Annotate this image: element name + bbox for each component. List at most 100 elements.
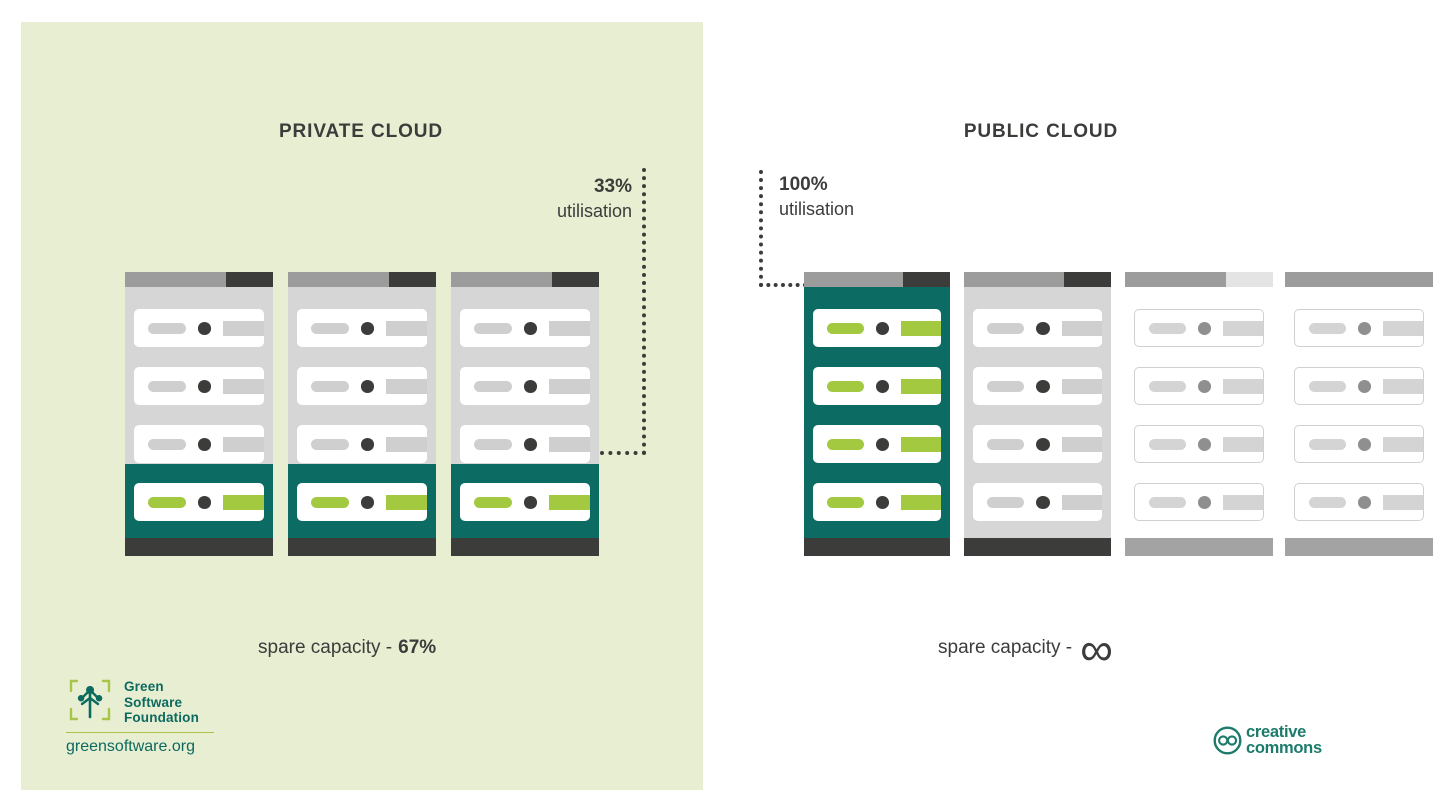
private-rack-2 [288,272,436,556]
rack-top-bar [1285,272,1433,287]
gsf-url: greensoftware.org [66,738,195,755]
server-unit-pill-icon [148,380,186,392]
private-rack-3 [451,272,599,556]
server-unit [1134,367,1264,405]
rack-top-bar-left [804,272,904,287]
server-unit-block-icon [223,320,264,336]
server-unit [134,483,264,521]
gsf-word-line2: Software [124,694,183,710]
server-unit-dot-icon [1197,379,1212,393]
server-unit-pill-icon [827,496,864,508]
public-spare-label: spare capacity - [938,637,1073,658]
public-rack-1 [804,272,950,556]
green-software-foundation-logo: Green Software Foundation greensoftware.… [66,676,281,760]
server-unit-pill-icon [311,322,349,334]
server-unit-dot-icon [523,437,538,451]
server-unit [813,483,941,521]
cc-badge-icon [1213,726,1242,755]
rack-top-bar [125,272,273,287]
server-unit [460,309,590,347]
server-unit [460,367,590,405]
private-leader-line-vertical [642,168,650,455]
server-unit-pill-icon [148,322,186,334]
rack-body [451,287,599,556]
rack-bottom-bar [1285,538,1433,556]
rack-top-bar-right [225,272,273,287]
server-unit [460,483,590,521]
server-unit-pill-icon [474,322,512,334]
server-unit-block-icon [223,494,264,510]
public-utilisation-callout: 100% utilisation [779,172,854,222]
server-unit [973,367,1102,405]
gsf-wordmark: Green Software Foundation [124,679,199,726]
server-unit-dot-icon [197,495,212,509]
server-unit-dot-icon [523,379,538,393]
public-utilisation-value: 100% [779,174,828,195]
server-unit-pill-icon [474,380,512,392]
server-unit-pill-icon [1309,496,1346,508]
rack-top-bar-left [1285,272,1386,287]
server-unit-block-icon [1223,494,1263,510]
rack-body [964,287,1111,556]
rack-top-bar-left [125,272,226,287]
cc-word-line1: creative [1246,723,1306,741]
server-unit [973,483,1102,521]
rack-top-bar [804,272,950,287]
server-unit [134,309,264,347]
public-cloud-heading: PUBLIC CLOUD [963,121,1119,142]
server-unit-pill-icon [1149,438,1186,450]
server-unit-pill-icon [311,438,349,450]
rack-top-bar-left [451,272,552,287]
server-unit-pill-icon [987,496,1025,508]
server-unit-block-icon [386,494,427,510]
server-unit-block-icon [901,494,941,510]
server-unit [297,309,427,347]
gsf-divider [66,732,214,733]
server-unit-block-icon [1383,320,1423,336]
private-leader-line-horizontal [600,451,646,459]
server-unit-dot-icon [1036,437,1050,451]
server-unit-dot-icon [1357,437,1372,451]
rack-top-bar-right [1063,272,1111,287]
server-unit [297,483,427,521]
rack-body [125,287,273,556]
server-unit-block-icon [1383,436,1423,452]
server-unit [813,309,941,347]
server-unit [813,425,941,463]
gsf-word-line3: Foundation [124,710,199,725]
server-unit-pill-icon [311,380,349,392]
server-unit-block-icon [549,494,590,510]
server-unit-block-icon [901,320,941,336]
rack-top-bar-left [1125,272,1226,287]
gsf-word-line1: Green [124,679,164,694]
private-utilisation-word: utilisation [556,201,632,221]
server-unit-dot-icon [360,437,375,451]
rack-top-bar-right [388,272,436,287]
server-unit [134,425,264,463]
server-unit-block-icon [1383,494,1423,510]
server-unit-dot-icon [360,321,375,335]
public-utilisation-word: utilisation [779,199,855,219]
server-unit-block-icon [901,378,941,394]
private-cloud-heading: PRIVATE CLOUD [278,121,444,142]
public-spare-capacity-caption: spare capacity - ∞ [938,623,1113,675]
server-unit [460,425,590,463]
server-unit-block-icon [1223,436,1263,452]
server-unit-dot-icon [360,495,375,509]
rack-body [288,287,436,556]
server-unit-pill-icon [1309,322,1346,334]
server-unit-pill-icon [987,322,1025,334]
private-utilisation-callout: 33% utilisation [447,174,632,224]
server-unit [297,425,427,463]
rack-bottom-bar [288,538,436,556]
private-spare-value: 67% [398,637,437,658]
server-unit [1294,483,1424,521]
server-unit-block-icon [223,378,264,394]
rack-body [804,287,950,556]
public-rack-3 [1125,272,1273,556]
server-unit-dot-icon [875,379,890,393]
rack-top-bar [964,272,1111,287]
public-leader-line-vertical [759,170,767,287]
server-unit-block-icon [1061,494,1102,510]
